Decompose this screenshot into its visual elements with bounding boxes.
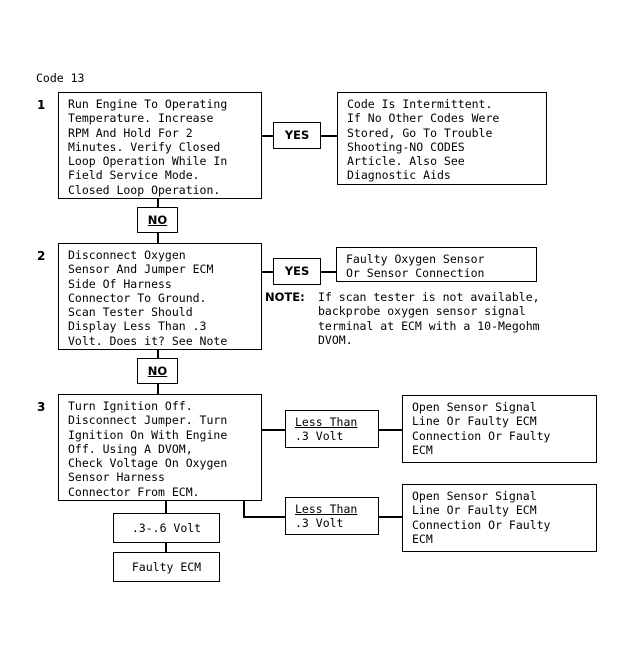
step-2-instruction-text: Disconnect Oxygen Sensor And Jumper ECM … <box>68 248 228 348</box>
connector-step3-to-branch1 <box>262 429 286 431</box>
step-2-no-label: NO <box>147 363 168 378</box>
step-1-yes-label: YES <box>284 128 310 143</box>
step-3-lower-condition-text: .3-.6 Volt <box>131 520 202 535</box>
step-3-instruction-text: Turn Ignition Off. Disconnect Jumper. Tu… <box>68 399 228 499</box>
step-number-1: 1 <box>37 98 46 112</box>
step-3-branch-2-condition-line2: .3 Volt <box>295 516 344 530</box>
page-title: Code 13 <box>36 71 85 85</box>
step-2-note-keyword: NOTE: <box>265 290 305 304</box>
connector-lower-condition-to-outcome <box>165 542 167 553</box>
connector-step3-branch2-horizontal <box>243 516 287 518</box>
step-3-branch-1-condition-line1: Less Than <box>295 415 358 429</box>
step-2-instruction-box: Disconnect Oxygen Sensor And Jumper ECM … <box>58 243 262 350</box>
step-1-no-label: NO <box>147 212 168 227</box>
connector-step2-to-yes <box>262 271 275 273</box>
step-2-outcome-box: Faulty Oxygen Sensor Or Sensor Connectio… <box>336 247 537 282</box>
step-2-yes-label: YES <box>284 264 310 279</box>
step-3-instruction-box: Turn Ignition Off. Disconnect Jumper. Tu… <box>58 394 262 501</box>
step-1-yes-branch-box: YES <box>273 122 321 149</box>
connector-no-to-step2 <box>157 232 159 244</box>
connector-step3-branch2-vertical <box>243 500 245 518</box>
connector-step3-to-lower-condition <box>165 500 167 514</box>
step-1-outcome-box: Code Is Intermittent. If No Other Codes … <box>337 92 547 185</box>
connector-step2-to-no <box>157 349 159 359</box>
step-3-branch-2-outcome-text: Open Sensor Signal Line Or Faulty ECM Co… <box>412 489 551 546</box>
step-2-no-branch-box: NO <box>137 358 178 384</box>
step-2-yes-branch-box: YES <box>273 258 321 285</box>
step-3-branch-1-outcome-text: Open Sensor Signal Line Or Faulty ECM Co… <box>412 400 551 457</box>
step-number-3: 3 <box>37 400 46 414</box>
step-1-instruction-box: Run Engine To Operating Temperature. Inc… <box>58 92 262 199</box>
step-2-note-text: If scan tester is not available, backpro… <box>318 290 540 347</box>
step-3-branch-2-condition-line1: Less Than <box>295 502 358 516</box>
step-3-lower-outcome-box: Faulty ECM <box>113 552 220 582</box>
step-number-2: 2 <box>37 249 46 263</box>
step-3-branch-2-outcome-box: Open Sensor Signal Line Or Faulty ECM Co… <box>402 484 597 552</box>
step-3-branch-1-condition-line2: .3 Volt <box>295 429 344 443</box>
step-3-branch-1-outcome-box: Open Sensor Signal Line Or Faulty ECM Co… <box>402 395 597 463</box>
connector-step1-to-no <box>157 198 159 208</box>
step-1-no-branch-box: NO <box>137 207 178 233</box>
connector-branch2-to-outcome2 <box>379 516 403 518</box>
connector-branch1-to-outcome1 <box>379 429 403 431</box>
connector-yes-to-step2-outcome <box>320 271 336 273</box>
step-2-outcome-text: Faulty Oxygen Sensor Or Sensor Connectio… <box>346 252 485 281</box>
step-3-lower-outcome-text: Faulty ECM <box>131 559 202 574</box>
step-3-branch-1-condition-box: Less Than .3 Volt <box>285 410 379 448</box>
connector-step1-to-yes <box>262 135 275 137</box>
step-1-instruction-text: Run Engine To Operating Temperature. Inc… <box>68 97 228 197</box>
step-3-lower-condition-box: .3-.6 Volt <box>113 513 220 543</box>
step-1-outcome-text: Code Is Intermittent. If No Other Codes … <box>347 97 500 183</box>
connector-yes-to-step1-outcome <box>320 135 338 137</box>
connector-no-to-step3 <box>157 383 159 395</box>
step-3-branch-2-condition-box: Less Than .3 Volt <box>285 497 379 535</box>
